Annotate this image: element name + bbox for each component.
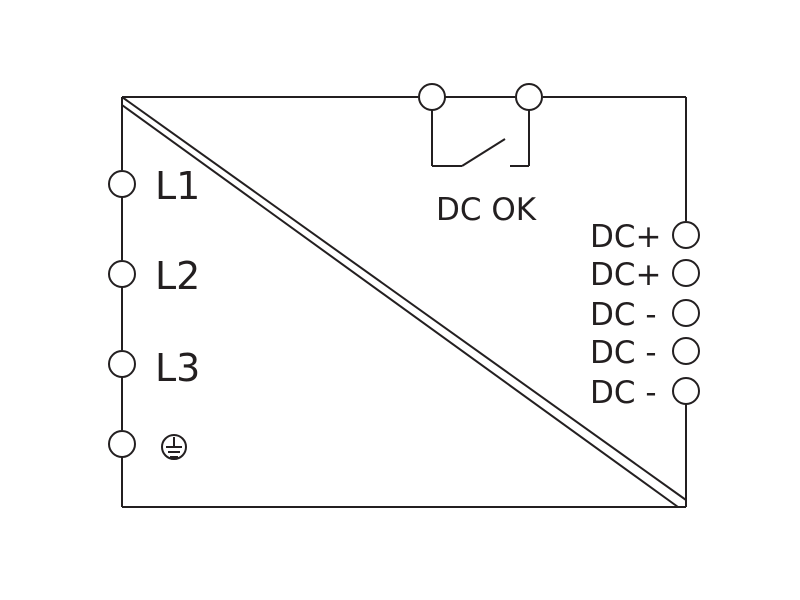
relay-contact-diagonal-line bbox=[461, 138, 506, 167]
dc-minus-label-3: DC - bbox=[590, 375, 657, 411]
ground-symbol-outline bbox=[161, 434, 187, 460]
l3-label: L3 bbox=[155, 346, 200, 390]
dc-ok-label: DC OK bbox=[436, 192, 537, 228]
protective-earth-terminal bbox=[108, 430, 136, 458]
l2-terminal bbox=[108, 260, 136, 288]
dc-minus-label-2: DC - bbox=[590, 335, 657, 371]
conversion-diagonal-line-lower bbox=[121, 104, 679, 508]
dc-plus-terminal-2 bbox=[672, 259, 700, 287]
dc-plus-label-1: DC+ bbox=[590, 219, 662, 255]
dc-plus-terminal-1 bbox=[672, 221, 700, 249]
terminal-group bbox=[108, 83, 700, 458]
protective-earth-ground-icon bbox=[161, 434, 187, 460]
dc-ok-relay-contact bbox=[431, 108, 530, 167]
l2-label: L2 bbox=[155, 254, 200, 298]
dc-minus-label-1: DC - bbox=[590, 297, 657, 333]
enclosure-outline bbox=[121, 96, 687, 508]
dc-minus-terminal-1 bbox=[672, 299, 700, 327]
dc-minus-terminal-3 bbox=[672, 377, 700, 405]
dc-minus-terminal-2 bbox=[672, 337, 700, 365]
dc-plus-label-2: DC+ bbox=[590, 257, 662, 293]
l1-label: L1 bbox=[155, 164, 200, 208]
conversion-diagonal-line-upper bbox=[121, 96, 687, 501]
l3-terminal bbox=[108, 350, 136, 378]
l1-terminal bbox=[108, 170, 136, 198]
dc-ok-terminal-left bbox=[418, 83, 446, 111]
dc-ok-terminal-right bbox=[515, 83, 543, 111]
